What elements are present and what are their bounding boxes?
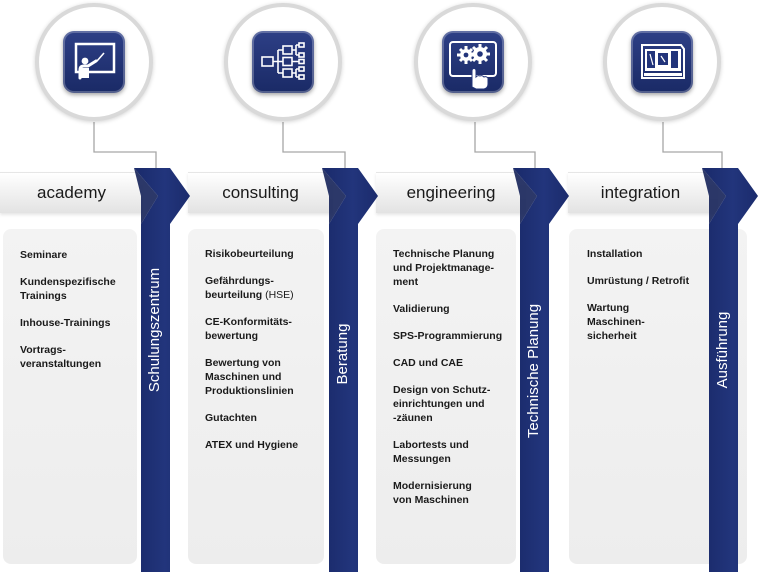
connector-integration: [662, 122, 723, 172]
band-engineering: [376, 172, 526, 213]
list-item: Seminare: [20, 249, 68, 261]
list-item: SPS-Programmierung: [393, 330, 503, 342]
item-list-academy: Seminare Kundenspezifische Trainings Inh…: [3, 229, 137, 371]
band-integration: [568, 172, 718, 213]
list-item: Kundenspezifische Trainings: [20, 276, 116, 302]
column-title-engineering: engineering: [406, 183, 496, 202]
list-item: Bewertung von Maschinen und Produktionsl…: [205, 357, 294, 397]
band-consulting: [188, 172, 333, 213]
connector-engineering: [474, 122, 536, 172]
list-item: Installation: [587, 248, 643, 260]
ribbon-consulting: [322, 168, 378, 572]
icon-circle-academy: [35, 3, 153, 121]
list-item: CE-Konformitäts- bewertung: [205, 316, 292, 342]
list-item: Gutachten: [205, 412, 257, 424]
list-item: Wartung Maschinen- sicherheit: [587, 302, 645, 342]
list-item: Labortests und Messungen: [393, 439, 469, 465]
ribbon-label-integration: Ausführung: [714, 311, 731, 389]
list-item: Design von Schutz- einrichtungen und -zä…: [393, 384, 491, 424]
panel-engineering: Technische Planung und Projektmanage- me…: [376, 229, 516, 564]
list-item: Risikobeurteilung: [205, 248, 294, 260]
connector-academy: [93, 122, 157, 172]
ribbon-engineering: [513, 168, 569, 572]
tablet-gears-touch-icon: [449, 41, 497, 90]
ribbon-label-engineering: Technische Planung: [525, 303, 542, 439]
list-item-text: Gefährdungs- beurteilung: [205, 275, 274, 301]
icon-circle-consulting: [224, 3, 342, 121]
icon-circle-integration: [603, 3, 721, 121]
icon-circle-engineering: [414, 3, 532, 121]
panel-consulting: Risikobeurteilung Gefährdungs- beurteilu…: [188, 229, 324, 564]
item-list-consulting: Risikobeurteilung Gefährdungs- beurteilu…: [188, 229, 324, 452]
list-item: ATEX und Hygiene: [205, 439, 299, 451]
ribbon-label-consulting: Beratung: [334, 323, 351, 385]
list-item: Inhouse-Trainings: [20, 317, 111, 329]
cnc-machine-icon: [641, 44, 685, 79]
connector-consulting: [282, 122, 346, 172]
panel-academy: Seminare Kundenspezifische Trainings Inh…: [3, 229, 137, 564]
presentation-teacher-icon: [74, 42, 116, 80]
ribbon-label-academy: Schulungszentrum: [146, 267, 163, 393]
column-title-academy: academy: [37, 183, 106, 202]
ribbon-academy: [134, 168, 190, 572]
column-title-integration: integration: [600, 183, 681, 202]
list-item: Modernisierung von Maschinen: [393, 480, 472, 506]
list-item: Validierung: [393, 303, 450, 315]
list-item: Vortrags- veranstaltungen: [20, 344, 102, 370]
list-item: Umrüstung / Retrofit: [587, 275, 690, 287]
column-title-consulting: consulting: [222, 183, 299, 202]
item-list-integration: Installation Umrüstung / Retrofit Wartun…: [569, 229, 747, 343]
list-item-suffix: (HSE): [262, 289, 294, 301]
band-academy: [0, 172, 143, 213]
flowchart-tree-icon: [261, 42, 305, 80]
list-item: CAD und CAE: [393, 357, 463, 369]
list-item: Technische Planung und Projektmanage- me…: [393, 248, 495, 288]
list-item: Gefährdungs- beurteilung (HSE): [205, 274, 324, 302]
ribbon-integration: [702, 168, 758, 572]
item-list-engineering: Technische Planung und Projektmanage- me…: [376, 229, 516, 507]
